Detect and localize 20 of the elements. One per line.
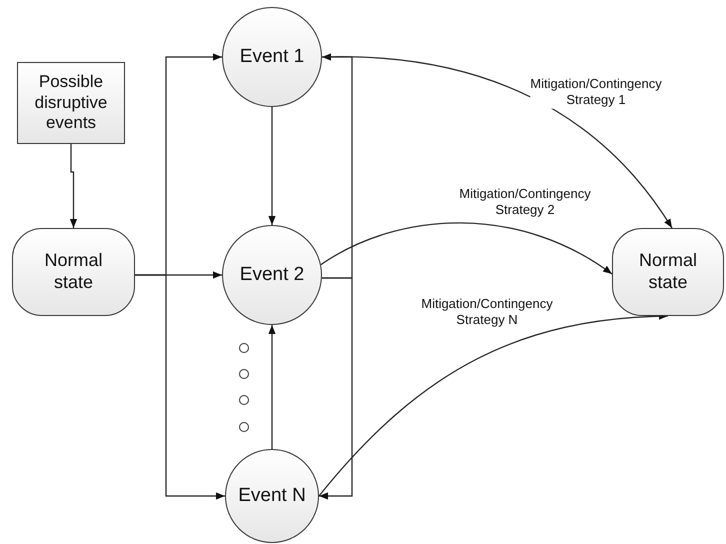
- event-source-box: [17, 62, 125, 144]
- edge-label: Mitigation/Contingency Strategy 1: [530, 76, 662, 108]
- node-label: Event 1: [240, 46, 304, 68]
- node-label: Event 2: [240, 264, 304, 286]
- arrow: [135, 274, 225, 500]
- arrow: [322, 53, 353, 279]
- node-label: Event N: [238, 484, 306, 508]
- arrow: [268, 107, 276, 225]
- node-label: Normal state: [638, 250, 698, 294]
- arrow: [320, 222, 612, 274]
- edge-label: Mitigation/Contingency Strategy N: [421, 296, 553, 328]
- node-label: Possible disruptive events: [34, 72, 108, 134]
- state-box: [612, 228, 724, 316]
- node-label: Normal state: [43, 250, 104, 294]
- arrow: [319, 277, 353, 500]
- state-box: [12, 228, 135, 316]
- arrow: [322, 56, 672, 228]
- edge-label: Mitigation/Contingency Strategy 2: [459, 186, 591, 218]
- arrow: [70, 144, 78, 228]
- arrow: [268, 325, 276, 449]
